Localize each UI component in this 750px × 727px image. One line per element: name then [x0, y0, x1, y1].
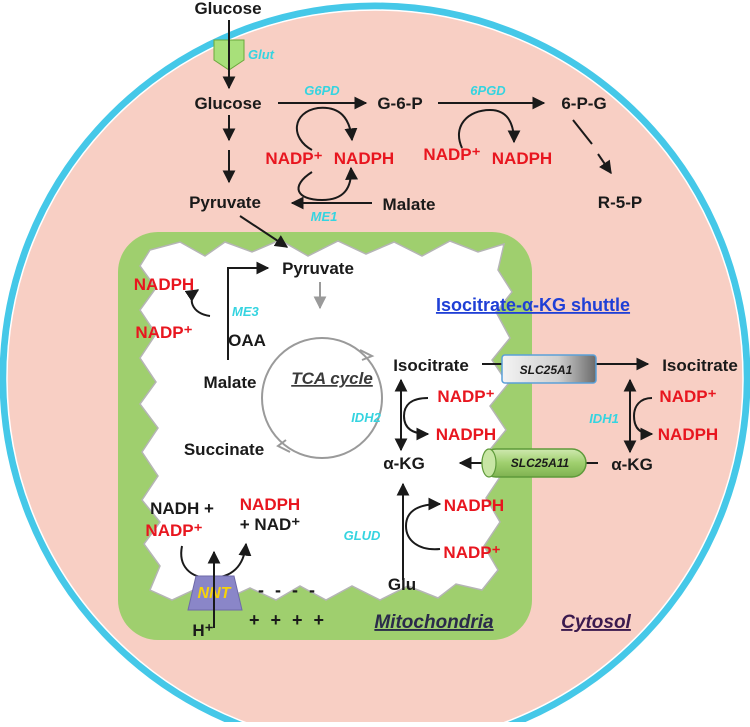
cofactor-idh2-nadp: NADP⁺: [437, 387, 494, 406]
cell-membrane-inner-line: [6, 9, 744, 727]
transporter-slc25a1: SLC25A1: [520, 363, 573, 377]
malate-cytosol: Malate: [383, 195, 436, 214]
arrow-6pg-2: [597, 153, 612, 175]
enzyme-idh2: IDH2: [351, 410, 381, 425]
pyruvate-cytosol: Pyruvate: [189, 193, 261, 212]
cofactor-me3-nadp: NADP⁺: [135, 323, 192, 342]
tca-cycle-circle: [261, 337, 383, 459]
curl-idh1: [632, 397, 654, 441]
enzyme-me1: ME1: [311, 209, 338, 224]
proton: H⁺: [192, 621, 213, 640]
slc25a11-cap: [481, 448, 497, 478]
curl-6pgd: [457, 108, 521, 149]
cofactor-idh2-nadph: NADPH: [436, 425, 496, 444]
cofactor-glud-nadph: NADPH: [444, 496, 504, 515]
curl-glud: [404, 497, 442, 551]
cofactor-6pgd-nadp: NADP⁺: [423, 145, 480, 164]
label-shuttle: Isocitrate-α-KG shuttle: [436, 295, 630, 315]
mitochondrial-matrix: [139, 239, 513, 601]
curl-g6pd: [295, 106, 358, 151]
curl-me3: [184, 289, 211, 317]
enzyme-me3: ME3: [232, 304, 260, 319]
glucose-cytosol: Glucose: [194, 94, 261, 113]
glutamate: Glu: [388, 575, 416, 594]
cofactor-6pgd-nadph: NADPH: [492, 149, 552, 168]
cofactor-glud-nadp: NADP⁺: [443, 543, 500, 562]
glucose-extracellular: Glucose: [194, 0, 261, 18]
arrow-6pg-1: [572, 119, 593, 145]
arrow-me3: [227, 261, 270, 360]
nadh-plus: NADH +: [150, 499, 214, 518]
label-cytosol: Cytosol: [561, 612, 631, 633]
transporter-slc25a11: SLC25A11: [511, 456, 570, 470]
succinate: Succinate: [184, 440, 264, 459]
cofactor-g6pd-nadp: NADP⁺: [265, 149, 322, 168]
tca-cycle-arrowhead-bottom: [276, 439, 291, 453]
enzyme-glud: GLUD: [344, 528, 381, 543]
cofactor-idh1-nadp: NADP⁺: [659, 387, 716, 406]
plus-nad: + NAD⁺: [240, 515, 300, 534]
cofactor-me3-nadph: NADPH: [134, 275, 194, 294]
cofactor-g6pd-nadph: NADPH: [334, 149, 394, 168]
r5p: R-5-P: [598, 193, 642, 212]
enzyme-g6pd: G6PD: [304, 83, 340, 98]
slc25a1-transporter: [501, 354, 597, 384]
tca-cycle-arrowhead-top: [359, 349, 375, 361]
isocitrate-cyto: Isocitrate: [662, 356, 738, 375]
enzyme-idh1: IDH1: [589, 411, 619, 426]
akg-cyto: α-KG: [611, 455, 653, 474]
curl-me1: [297, 166, 359, 202]
cofactor-nnt-nadph: NADPH: [240, 495, 300, 514]
label-tca-cycle: TCA cycle: [291, 369, 373, 388]
membrane-negative: - - - -: [258, 580, 318, 600]
g6p: G-6-P: [377, 94, 422, 113]
enzyme-6pgd: 6PGD: [470, 83, 506, 98]
isocitrate-mito: Isocitrate: [393, 356, 469, 375]
akg-mito: α-KG: [383, 454, 425, 473]
malate-mito: Malate: [204, 373, 257, 392]
curl-idh2: [402, 397, 430, 441]
enzyme-glut: Glut: [248, 47, 275, 62]
cofactor-nnt-nadp: NADP⁺: [145, 521, 202, 540]
label-mitochondria: Mitochondria: [374, 612, 494, 633]
oaa: OAA: [228, 331, 266, 350]
membrane-positive: + + + +: [249, 610, 327, 630]
cofactor-idh1-nadph: NADPH: [658, 425, 718, 444]
arrow-pyruvate-import: [239, 215, 289, 248]
6pg: 6-P-G: [561, 94, 606, 113]
pyruvate-mito: Pyruvate: [282, 259, 354, 278]
